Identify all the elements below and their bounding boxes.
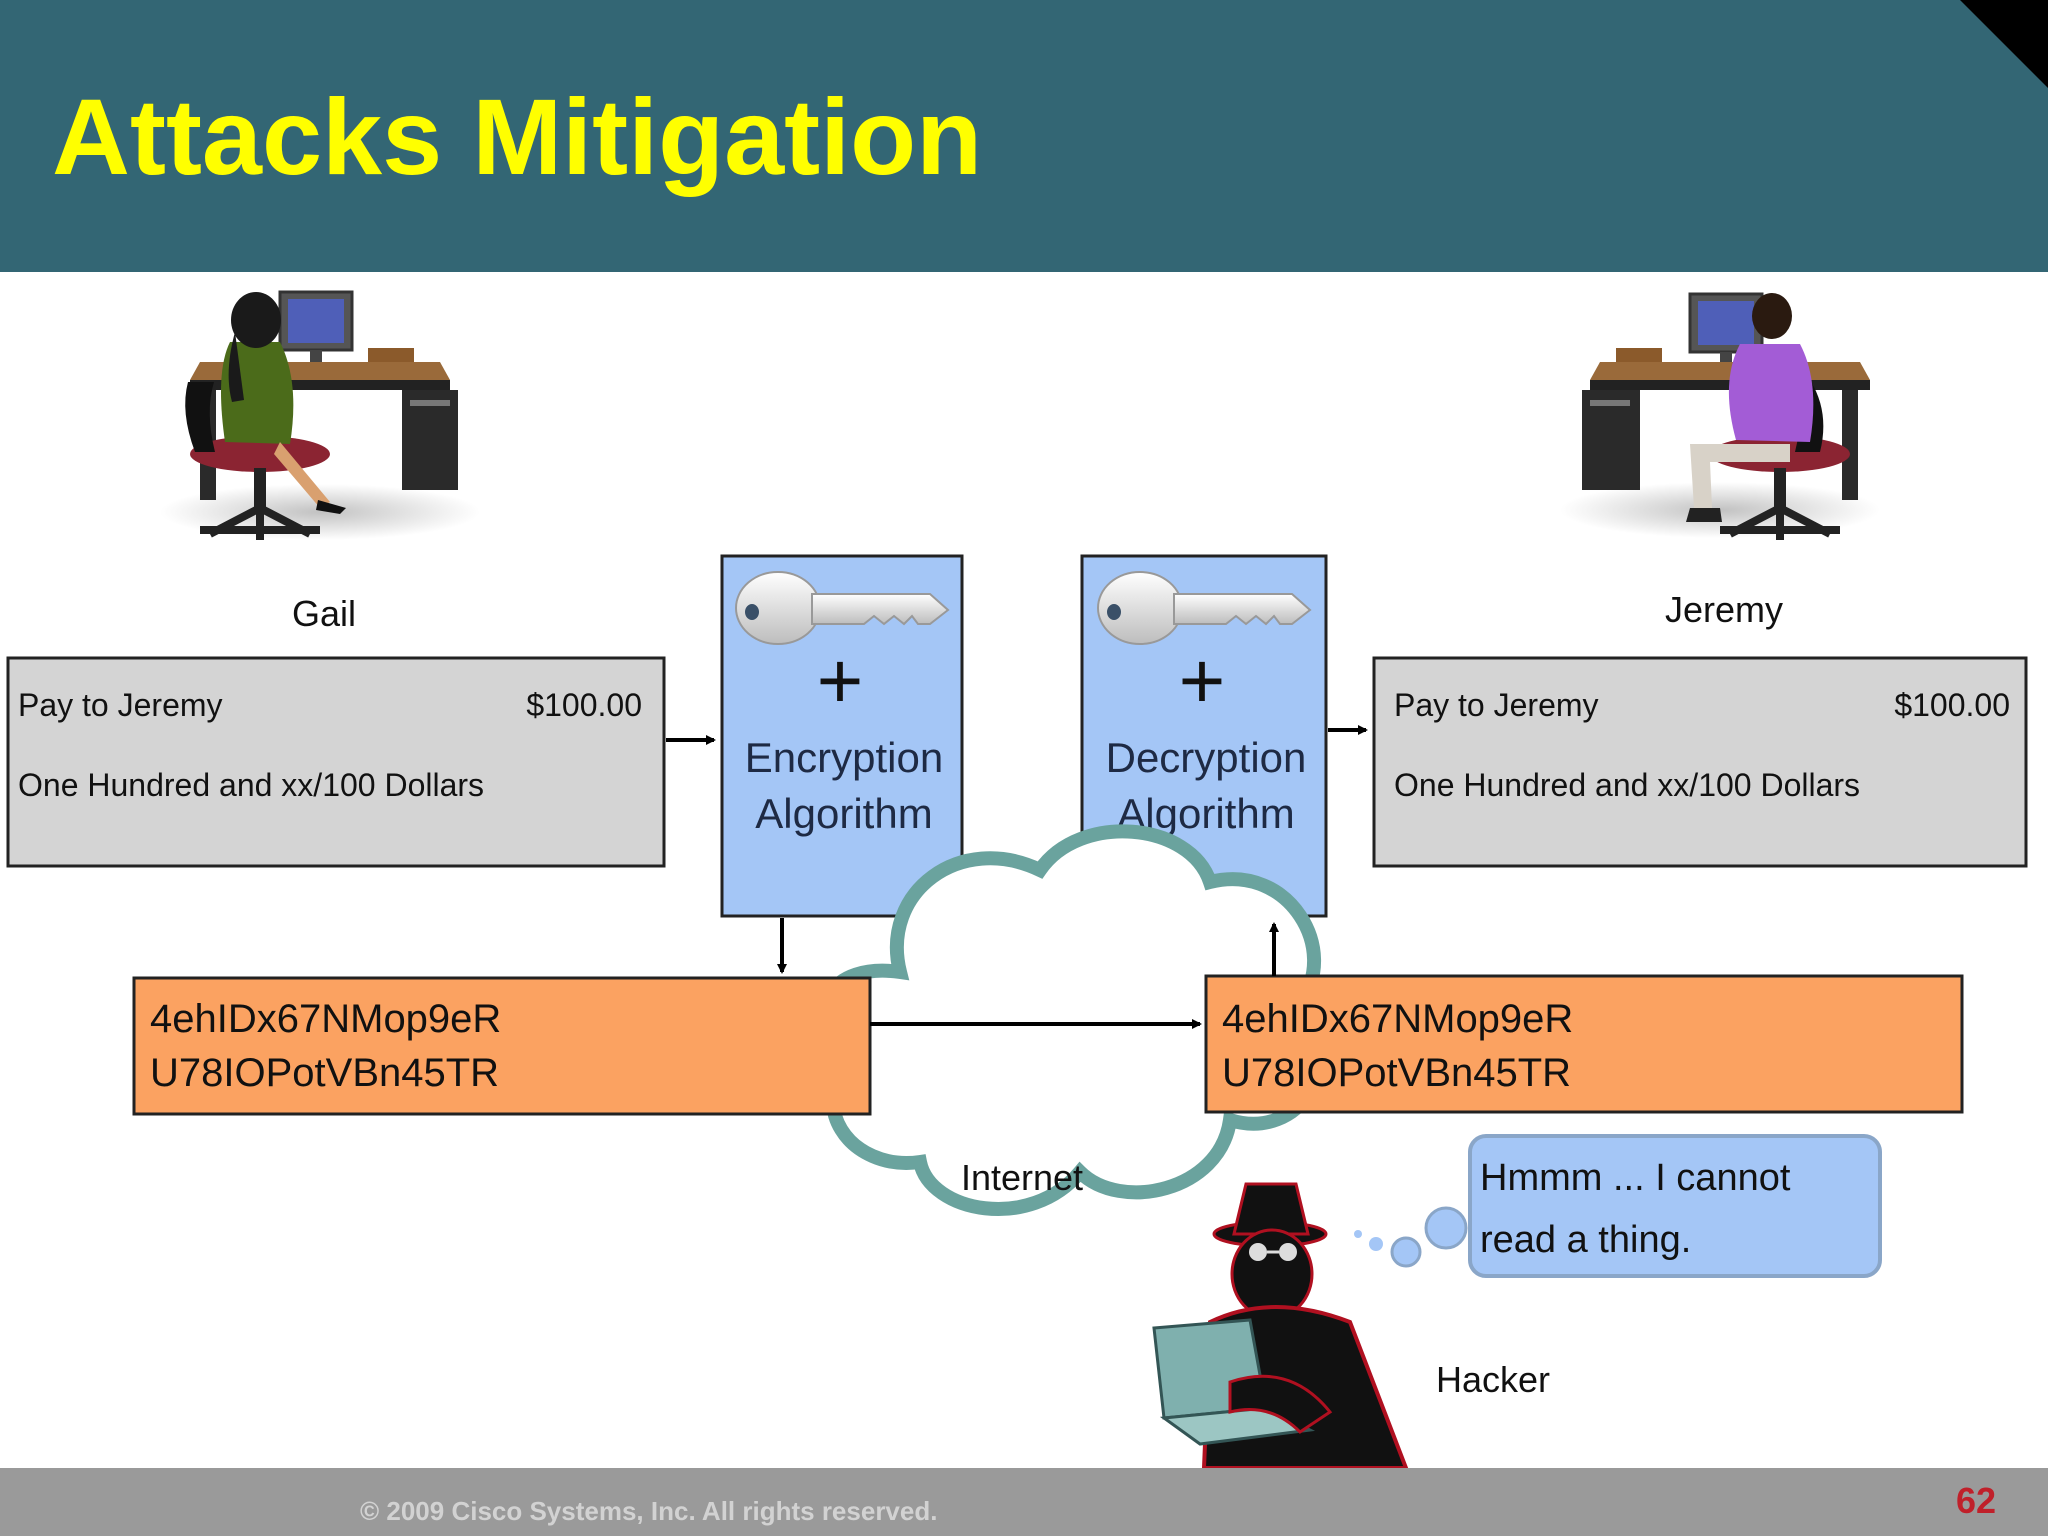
internet-label: Internet	[961, 1157, 1083, 1198]
ciphertext-right-line2: U78IOPotVBn45TR	[1222, 1051, 1571, 1095]
page-number: 62	[1956, 1480, 1997, 1521]
ciphertext-box-left	[132, 976, 872, 1116]
thought-line2: read a thing.	[1480, 1219, 1691, 1261]
man-at-computer-icon	[1560, 292, 1880, 540]
ciphertext-right-line1: 4ehIDx67NMop9eR	[1222, 997, 1573, 1041]
check-amount-right: $100.00	[1894, 687, 2010, 723]
slide-title: Attacks Mitigation	[52, 76, 983, 197]
woman-at-computer-icon	[160, 290, 480, 540]
receiver-label: Jeremy	[1665, 589, 1783, 630]
thought-line1: Hmmm ... I cannot	[1480, 1157, 1791, 1199]
encryption-label-line2: Algorithm	[755, 790, 932, 837]
encryption-plus: +	[817, 636, 864, 725]
decryption-label-line1: Decryption	[1106, 734, 1307, 781]
check-amount-words-left: One Hundred and xx/100 Dollars	[18, 767, 484, 803]
plaintext-check-left	[6, 656, 666, 868]
key-icon	[1097, 571, 1312, 645]
copyright-text: © 2009 Cisco Systems, Inc. All rights re…	[360, 1496, 938, 1526]
key-icon	[735, 571, 950, 645]
encryption-label-line1: Encryption	[745, 734, 943, 781]
thought-bubble	[1354, 1134, 1882, 1278]
footer-bar	[0, 1468, 2048, 1536]
plaintext-check-right	[1372, 656, 2028, 868]
title-bar	[0, 0, 2048, 272]
hacker-label: Hacker	[1436, 1359, 1550, 1400]
hacker-with-laptop-icon	[1152, 1182, 1409, 1468]
ciphertext-left-line1: 4ehIDx67NMop9eR	[150, 997, 501, 1041]
check-payee-right: Pay to Jeremy	[1394, 687, 1599, 723]
decryption-plus: +	[1179, 636, 1226, 725]
flow-arrows	[666, 725, 1368, 1029]
check-payee-left: Pay to Jeremy	[18, 687, 223, 723]
check-amount-words-right: One Hundred and xx/100 Dollars	[1394, 767, 1860, 803]
ciphertext-left-line2: U78IOPotVBn45TR	[150, 1051, 499, 1095]
ciphertext-box-right	[1204, 974, 1964, 1114]
corner-decoration	[1960, 0, 2048, 88]
encryption-diagram: Gail Jeremy Pay to Jeremy $100.00 One Hu…	[6, 290, 2028, 1468]
sender-label: Gail	[292, 593, 356, 634]
check-amount-left: $100.00	[526, 687, 642, 723]
